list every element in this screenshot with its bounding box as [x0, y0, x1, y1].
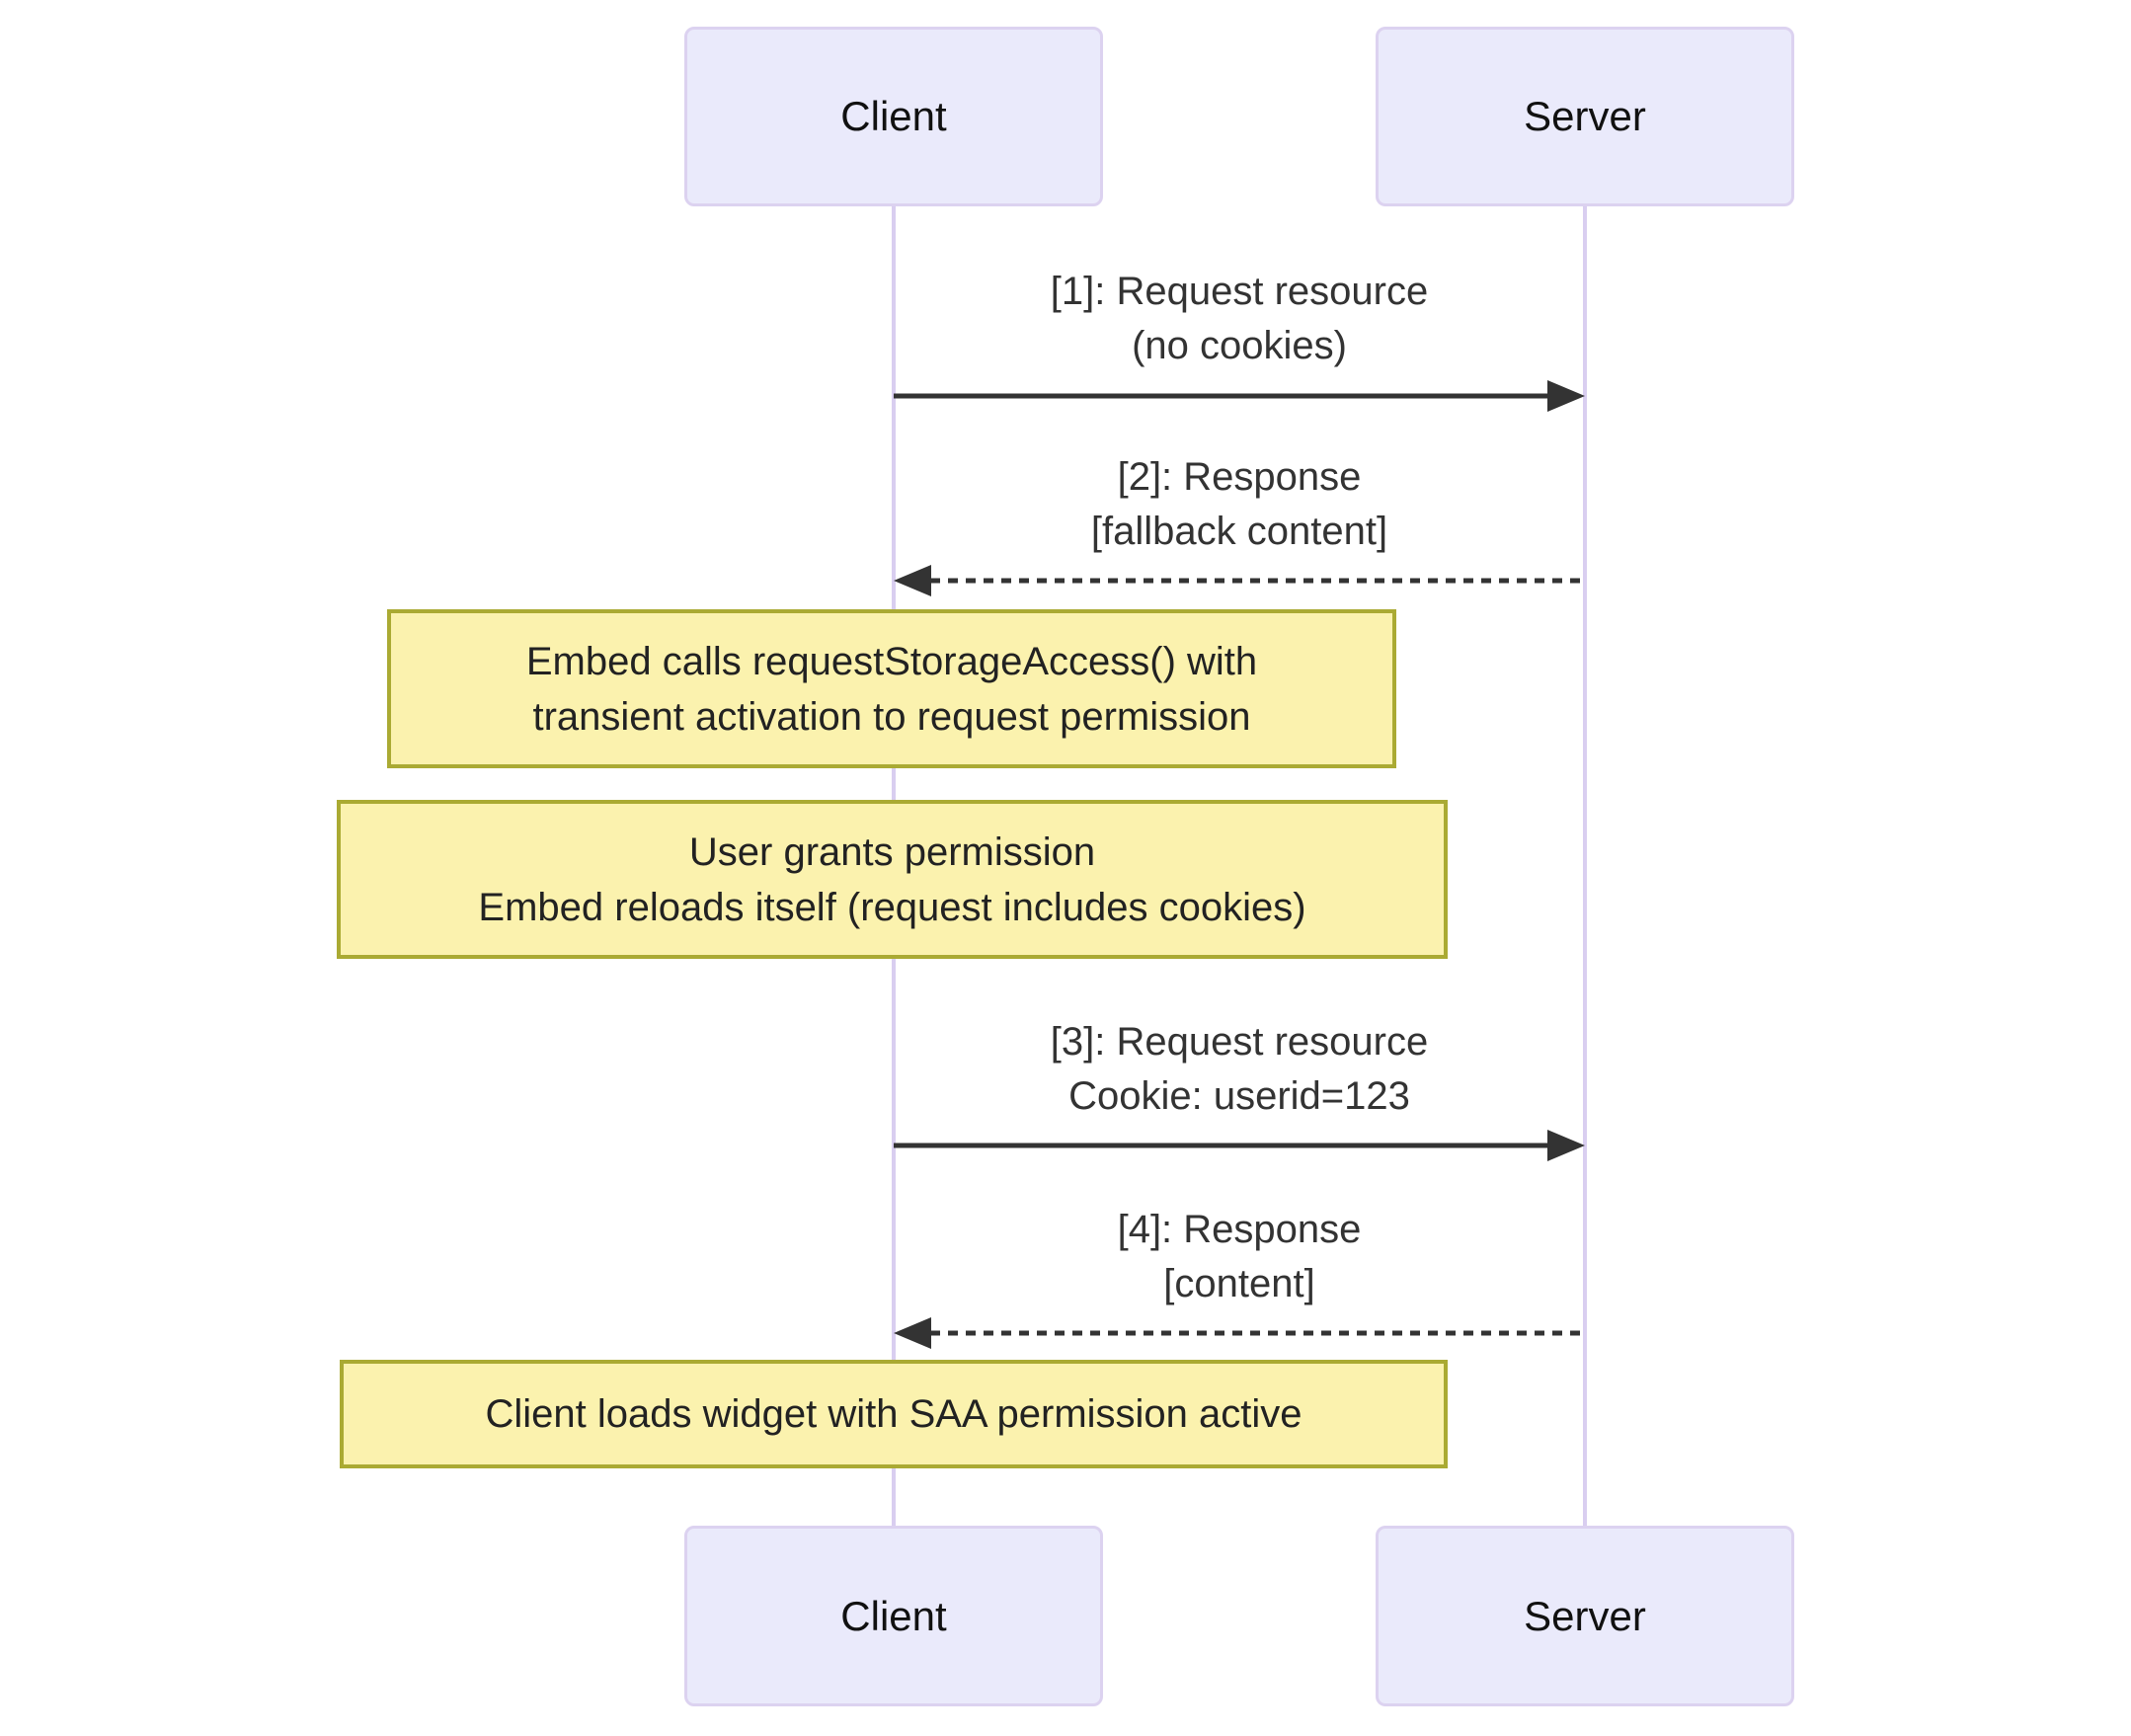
message-2-line-2: [fallback content] [1090, 510, 1388, 553]
note-2-line-2: Embed reloads itself (request includes c… [478, 885, 1306, 929]
note-2-line-1: User grants permission [688, 829, 1096, 874]
message-4-line-1: [4]: Response [1117, 1208, 1362, 1251]
message-3-line-2: Cookie: userid=123 [1068, 1074, 1410, 1118]
message-1-label: [1]: Request resource (no cookies) [894, 265, 1585, 373]
message-1-line-2: (no cookies) [1132, 324, 1347, 367]
message-3-label: [3]: Request resource Cookie: userid=123 [894, 1015, 1585, 1124]
message-4-arrow [894, 1317, 1585, 1349]
note-user-grants-permission: User grants permission Embed reloads its… [337, 800, 1448, 959]
message-3-line-1: [3]: Request resource [1050, 1020, 1429, 1064]
actor-box-client-top: Client [684, 27, 1103, 206]
message-4-label: [4]: Response [content] [894, 1203, 1585, 1311]
server-lifeline [1583, 206, 1587, 1526]
note-client-loads-widget: Client loads widget with SAA permission … [340, 1360, 1448, 1468]
message-2-arrow [894, 565, 1585, 596]
note-1-line-2: transient activation to request permissi… [532, 694, 1251, 739]
message-3-arrow [894, 1130, 1585, 1161]
note-1-line-1: Embed calls requestStorageAccess() with [525, 639, 1258, 683]
note-3-line-1: Client loads widget with SAA permission … [485, 1392, 1302, 1436]
message-2-line-1: [2]: Response [1117, 455, 1362, 499]
message-1-line-1: [1]: Request resource [1050, 270, 1429, 313]
message-2-label: [2]: Response [fallback content] [894, 450, 1585, 559]
actor-label-server-bottom: Server [1524, 1592, 1646, 1639]
message-4-line-2: [content] [1163, 1262, 1315, 1305]
actor-label-server-top: Server [1524, 93, 1646, 139]
message-1-arrow [894, 380, 1585, 412]
actor-box-server-top: Server [1376, 27, 1794, 206]
actor-box-client-bottom: Client [684, 1526, 1103, 1706]
actor-box-server-bottom: Server [1376, 1526, 1794, 1706]
actor-label-client-top: Client [840, 93, 947, 139]
note-request-storage-access: Embed calls requestStorageAccess() with … [387, 609, 1396, 768]
actor-label-client-bottom: Client [840, 1592, 947, 1639]
